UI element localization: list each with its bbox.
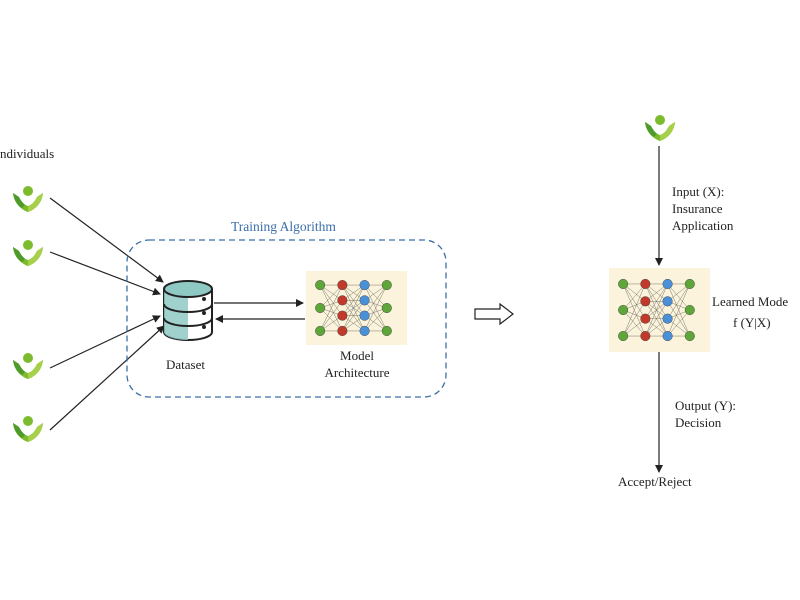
training-algorithm-box — [126, 239, 447, 398]
nn-node — [684, 278, 695, 289]
nn-node — [640, 278, 651, 289]
nn-node — [684, 331, 695, 342]
nn-connection — [364, 284, 388, 316]
input-label-line1: Input (X): — [672, 184, 725, 199]
nn-node — [662, 296, 673, 307]
neural-network-icon — [306, 271, 407, 345]
learned-function-label: f (Y|X) — [733, 315, 771, 330]
nn-connection — [667, 283, 691, 319]
nn-connection — [645, 283, 668, 319]
arrow-individual-to-dataset — [49, 197, 164, 283]
nn-connection — [622, 301, 646, 337]
person-icon — [645, 115, 675, 141]
arrow-individual-to-dataset — [49, 251, 161, 296]
nn-connection — [667, 301, 691, 337]
nn-connection — [364, 300, 388, 332]
nn-node — [381, 303, 392, 314]
nn-node — [337, 280, 348, 291]
nn-connection — [667, 283, 691, 337]
nn-connection — [319, 284, 343, 332]
nn-node — [618, 331, 629, 342]
output-label-line2: Decision — [675, 415, 722, 430]
nn-node — [640, 313, 651, 324]
training-algorithm-label: Training Algorithm — [231, 219, 336, 234]
output-label-line1: Output (Y): — [675, 398, 737, 413]
nn-connection — [364, 284, 387, 309]
nn-node — [662, 331, 673, 342]
arrow-individual-to-dataset — [49, 315, 161, 369]
person-icon — [13, 240, 43, 266]
input-label-line3: Application — [672, 218, 734, 233]
nn-node — [640, 296, 651, 307]
output-label: Output (Y): Decision — [675, 397, 736, 431]
model-label-line1: Model — [340, 348, 374, 363]
nn-node — [359, 280, 370, 291]
nn-connection — [319, 284, 343, 316]
nn-node — [315, 280, 326, 291]
database-icon — [163, 280, 213, 341]
nn-connection — [667, 283, 690, 311]
input-label: Input (X): Insurance Application — [672, 183, 733, 234]
nn-node — [618, 305, 629, 316]
individuals-label: ndividuals — [0, 146, 55, 161]
nn-node — [315, 303, 326, 314]
nn-node — [359, 325, 370, 336]
model-architecture-label: Model Architecture — [310, 347, 404, 381]
nn-connection — [622, 283, 646, 319]
nn-node — [618, 278, 629, 289]
nn-connection — [364, 307, 387, 332]
neural-network-icon — [609, 268, 710, 352]
accept-reject-label: Accept/Reject — [618, 474, 692, 489]
nn-connection — [319, 307, 343, 332]
nn-node — [315, 325, 326, 336]
nn-node — [337, 310, 348, 321]
nn-node — [662, 278, 673, 289]
nn-connection — [364, 284, 388, 332]
nn-connection — [667, 309, 690, 337]
model-label-line2: Architecture — [324, 365, 390, 380]
nn-connection — [622, 309, 646, 337]
nn-connection — [319, 284, 343, 309]
dataset-label: Dataset — [166, 357, 205, 372]
nn-node — [337, 325, 348, 336]
nn-node — [662, 313, 673, 324]
input-label-line2: Insurance — [672, 201, 723, 216]
nn-connection — [342, 300, 365, 332]
learned-model-label: Learned Mode — [712, 294, 789, 309]
nn-connection — [645, 283, 668, 337]
person-icon — [13, 186, 43, 212]
nn-connection — [622, 283, 646, 311]
nn-node — [359, 310, 370, 321]
nn-connection — [622, 283, 646, 337]
nn-node — [359, 295, 370, 306]
person-icon — [13, 416, 43, 442]
arrow-individual-to-dataset — [49, 325, 165, 431]
nn-node — [684, 305, 695, 316]
nn-node — [381, 325, 392, 336]
nn-connection — [319, 300, 343, 332]
nn-node — [640, 331, 651, 342]
nn-node — [381, 280, 392, 291]
nn-connection — [645, 301, 668, 337]
person-icon — [13, 353, 43, 379]
nn-node — [337, 295, 348, 306]
transition-arrow-icon — [474, 302, 514, 326]
nn-connection — [342, 284, 365, 332]
nn-connection — [342, 284, 365, 316]
